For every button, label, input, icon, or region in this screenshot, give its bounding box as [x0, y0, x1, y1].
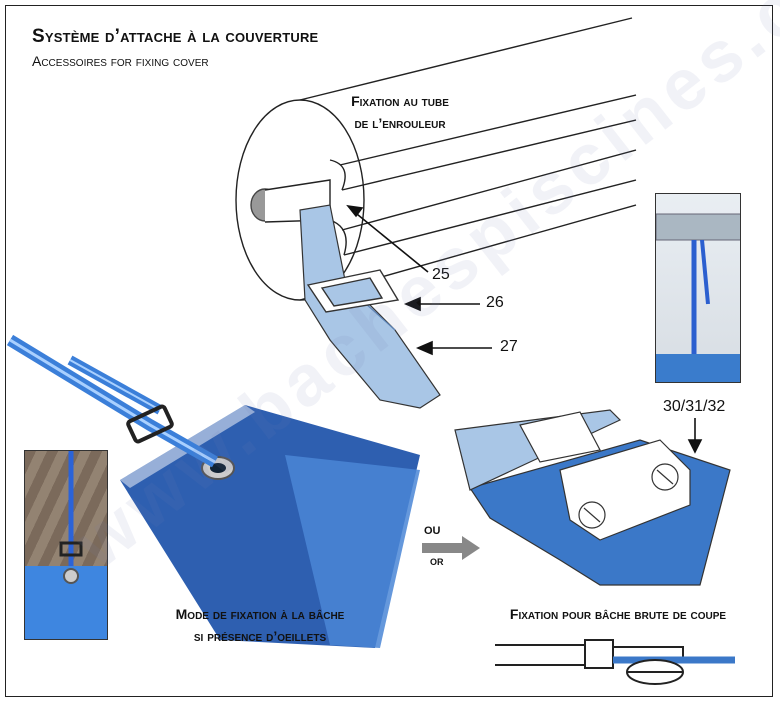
label-eyelets-line1: Mode de fixation à la bâche: [175, 606, 345, 622]
label-eyelets: Mode de fixation à la bâche si présence …: [130, 603, 390, 647]
label-raw-cut: Fixation pour bâche brute de coupe: [509, 606, 727, 622]
or-arrow: [422, 536, 480, 560]
buckle-26: [306, 269, 400, 313]
label-tube-line2: de l’enrouleur: [354, 115, 446, 131]
label-tube-line1: Fixation au tube: [351, 93, 449, 109]
diagram-title: Système d’attache à la couverture: [32, 26, 319, 47]
part-number-26: 26: [486, 294, 504, 311]
label-ou: OU: [424, 525, 441, 537]
label-or: OR: [430, 557, 444, 567]
cover-eyelet-illustration: [6, 334, 420, 648]
part-number-27: 27: [500, 338, 518, 355]
callout-arrows: [346, 204, 703, 454]
cross-section-detail: [495, 639, 735, 685]
label-tube-fixing: Fixation au tube de l’enrouleur: [320, 90, 480, 134]
photo-eyelet-strap: [24, 450, 108, 640]
raw-cut-clip-illustration: [454, 409, 731, 586]
part-number-30-31-32: 30/31/32: [663, 398, 726, 415]
diagram-frame: [5, 5, 773, 697]
diagram-subtitle: Accessoires for fixing cover: [32, 53, 209, 69]
part-number-25: 25: [432, 266, 450, 283]
photo-tube-fixing: [655, 193, 741, 383]
label-eyelets-line2: si présence d’oeillets: [193, 628, 327, 644]
